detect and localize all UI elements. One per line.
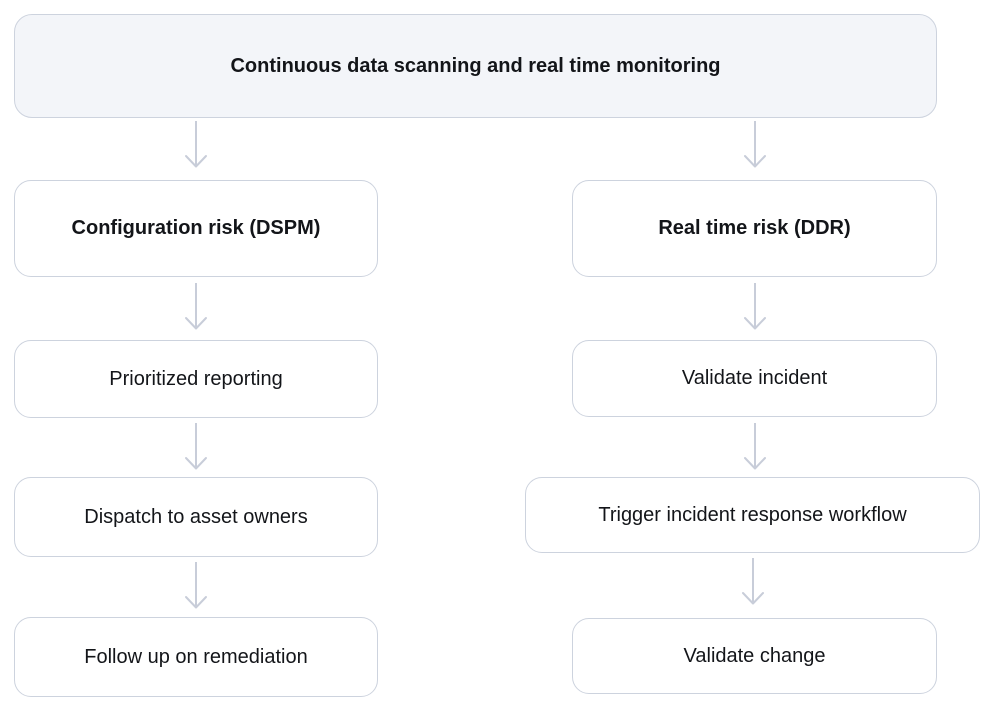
node-configuration-risk-dspm: Configuration risk (DSPM) [14,180,378,277]
down-arrow-icon [181,283,211,331]
node-trigger-incident-response-workflow: Trigger incident response workflow [525,477,980,553]
down-arrow-icon [181,562,211,610]
node-real-time-risk-ddr: Real time risk (DDR) [572,180,937,277]
node-validate-incident: Validate incident [572,340,937,417]
node-label: Validate incident [681,367,828,389]
down-arrow-icon [181,121,211,169]
node-label: Configuration risk (DSPM) [71,217,321,239]
node-validate-change: Validate change [572,618,937,694]
down-arrow-icon [740,423,770,471]
node-label: Real time risk (DDR) [658,217,851,239]
node-follow-up-on-remediation: Follow up on remediation [14,617,378,697]
down-arrow-icon [738,558,768,606]
node-label: Prioritized reporting [109,367,283,390]
node-label: Follow up on remediation [84,645,308,668]
node-continuous-data-scanning: Continuous data scanning and real time m… [14,14,937,118]
node-label: Trigger incident response workflow [598,503,907,526]
node-dispatch-to-asset-owners: Dispatch to asset owners [14,477,378,557]
node-prioritized-reporting: Prioritized reporting [14,340,378,418]
node-label: Validate change [683,644,826,667]
down-arrow-icon [740,283,770,331]
down-arrow-icon [740,121,770,169]
down-arrow-icon [181,423,211,471]
node-label: Continuous data scanning and real time m… [230,54,721,77]
node-label: Dispatch to asset owners [84,505,308,528]
